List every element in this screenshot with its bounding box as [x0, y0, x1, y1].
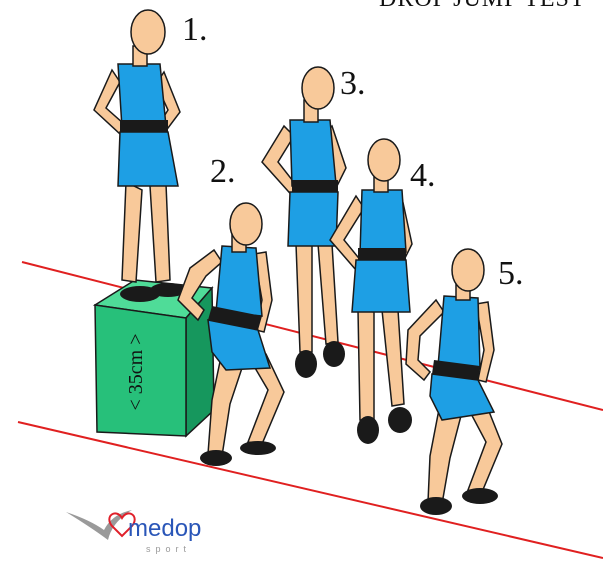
stage-label-2: 2.	[210, 153, 236, 190]
stage-label-1: 1.	[182, 11, 208, 48]
athlete-figure-5	[406, 249, 502, 515]
medop-logo: medop sport	[66, 510, 201, 554]
stage-label-4: 4.	[410, 157, 436, 194]
stage-label-3: 3.	[340, 65, 366, 102]
athlete-figure-1	[94, 10, 186, 302]
logo-wordmark: medop	[128, 515, 201, 542]
logo-subtitle: sport	[146, 544, 191, 554]
diagram-title: DROP JUMP TEST	[379, 0, 586, 12]
athlete-figure-3	[262, 67, 346, 378]
athlete-figure-4	[330, 139, 412, 444]
stage-label-5: 5.	[498, 255, 524, 292]
box-height-label: < 35cm >	[125, 334, 147, 411]
